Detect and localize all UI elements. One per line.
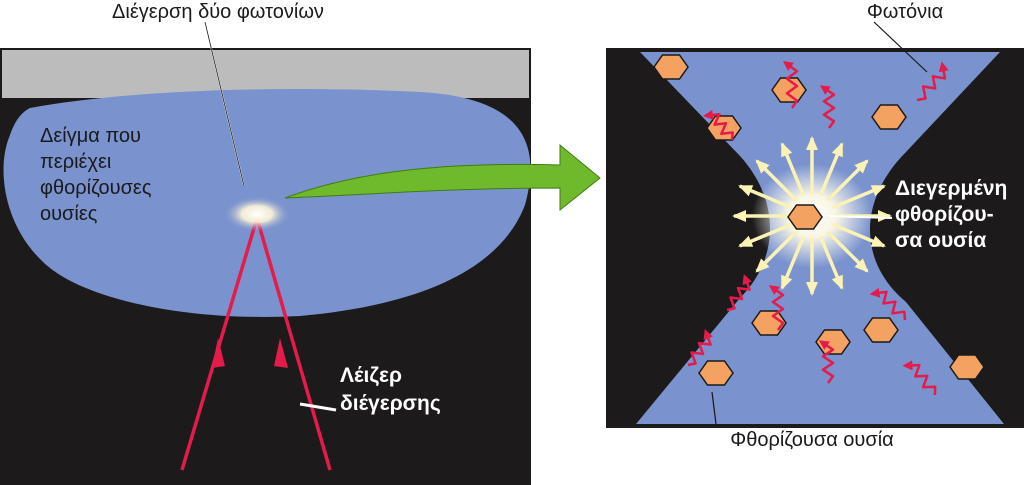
sample-label-line-3: φθορίζουσες [40, 177, 152, 199]
leader-line-excited [826, 215, 893, 219]
two-photon-excitation-label: Διέγερση δύο φωτονίων [112, 1, 324, 23]
emission-rays [732, 136, 892, 296]
emission-ray [780, 142, 806, 197]
emission-ray [826, 230, 869, 273]
photon-arrow [916, 61, 949, 102]
emission-ray [831, 222, 886, 248]
photon-arrow [902, 360, 937, 396]
photons-label: Φωτόνια [867, 1, 943, 23]
photon-arrow [687, 329, 713, 367]
leader-line-fluorophore [711, 391, 717, 425]
sample-label-line-4: ουσίες [40, 203, 98, 225]
fluorophore-molecule [698, 360, 734, 386]
emission-ray [755, 230, 798, 273]
excited-label-line-1: Διεγερμένη [895, 177, 1007, 200]
photon-arrow [818, 340, 835, 384]
laser-arrowhead-right [274, 338, 288, 368]
sample-label-line-1: Δείγμα που [40, 125, 141, 147]
leader-line-laser [299, 402, 337, 412]
laser-beams [180, 217, 332, 471]
photon-arrow [726, 274, 752, 312]
photon-arrow [702, 109, 734, 141]
emission-ray [780, 235, 806, 290]
laser-beam-right [255, 217, 332, 471]
photon-arrow [782, 61, 799, 109]
fluorophore-label: Φθορίζουσα ουσία [730, 429, 893, 451]
fluorophore-molecule [771, 77, 807, 103]
emission-ray [831, 184, 886, 210]
fluorophore-molecule [863, 317, 899, 343]
sample-label-line-2: περιέχει [40, 151, 111, 173]
emission-ray [818, 142, 844, 197]
photon-arrow [768, 285, 785, 331]
emission-ray [755, 159, 798, 202]
emission-ray [738, 184, 793, 210]
focal-point-glow [223, 196, 291, 232]
excited-label-line-2: φθορίζου- [895, 203, 994, 226]
fluorophore-molecule [653, 54, 689, 80]
photon-arrow [869, 287, 907, 321]
fluorophore-molecule [871, 104, 907, 130]
fluorophore-molecule [949, 354, 985, 380]
emitted-photons [687, 61, 949, 396]
left-panel: Δείγμα που περιέχει φθορίζουσες ουσίες Λ… [0, 21, 531, 485]
laser-arrowhead-left [212, 338, 225, 368]
emission-ray [818, 235, 844, 290]
laser-label-line-1: Λέιζερ [340, 364, 402, 387]
zoom-arrow [284, 143, 601, 212]
excited-label-line-3: σα ουσία [895, 229, 986, 252]
fluorophore-molecule [787, 204, 823, 230]
leader-line-photons [873, 21, 928, 73]
laser-label-line-2: διέγερσης [340, 392, 441, 415]
photon-arrow [819, 85, 836, 129]
emission-ray [826, 159, 869, 202]
emission-ray [738, 222, 793, 248]
right-panel: Διεγερμένη φθορίζου- σα ουσία [606, 21, 1024, 428]
